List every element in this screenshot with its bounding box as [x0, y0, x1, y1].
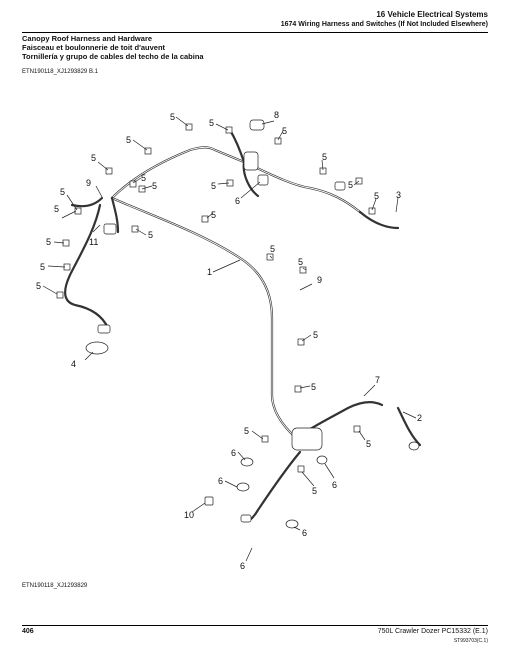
callouts: 5 5 5 8 5 5 5 5 5 5 5 5 3 6 5 5 9 5 5 5 … [36, 110, 422, 571]
callout-11: 11 [89, 237, 98, 247]
callout-5: 5 [311, 382, 316, 392]
callout-6: 6 [218, 476, 223, 486]
subsection-title: 1674 Wiring Harness and Switches (If Not… [280, 21, 488, 28]
callout-5: 5 [152, 181, 157, 191]
callout-9: 9 [317, 275, 322, 285]
callout-7: 7 [375, 375, 380, 385]
title-english: Canopy Roof Harness and Hardware [22, 34, 153, 43]
callout-5: 5 [54, 204, 59, 214]
callout-5: 5 [211, 181, 216, 191]
callout-5: 5 [36, 281, 41, 291]
section-title: 16 Vehicle Electrical Systems [376, 10, 488, 19]
callout-5: 5 [348, 180, 353, 190]
callout-5: 5 [298, 257, 303, 267]
callout-5: 5 [60, 187, 65, 197]
callout-5: 5 [374, 191, 379, 201]
callout-5: 5 [209, 118, 214, 128]
callout-3: 3 [396, 190, 401, 200]
callout-6: 6 [302, 528, 307, 538]
figure-reference-bottom: ETN190118_XJ1293829 [22, 583, 88, 589]
document-info: 750L Crawler Dozer PC15332 (E.1) [377, 628, 488, 635]
callout-5: 5 [282, 126, 287, 136]
callout-6: 6 [231, 448, 236, 458]
figure-titles: Canopy Roof Harness and Hardware Faiscea… [22, 34, 204, 61]
title-french: Faisceau et boulonnerie de toit d'auvent [22, 43, 166, 52]
callout-5: 5 [46, 237, 51, 247]
callout-6: 6 [332, 480, 337, 490]
callout-5: 5 [366, 439, 371, 449]
clips [56, 123, 376, 473]
callout-5: 5 [322, 152, 327, 162]
footer-rule [22, 625, 488, 626]
callout-5: 5 [244, 426, 249, 436]
callout-5: 5 [126, 135, 131, 145]
callout-4: 4 [71, 359, 76, 369]
leader-lines [42, 116, 417, 562]
header-rule [22, 32, 488, 33]
callout-1: 1 [207, 267, 212, 277]
harness-wires [64, 128, 422, 522]
callout-5: 5 [148, 230, 153, 240]
callout-6: 6 [240, 561, 245, 571]
components [85, 119, 420, 529]
callout-5: 5 [313, 330, 318, 340]
figure-reference-top: ETN190118_XJ1293829 B.1 [22, 69, 98, 75]
callout-5: 5 [141, 173, 146, 183]
callout-5: 5 [211, 210, 216, 220]
callout-6: 6 [235, 196, 240, 206]
callout-5: 5 [312, 486, 317, 496]
title-spanish: Tornillería y grupo de cables del techo … [22, 52, 204, 61]
callout-5: 5 [40, 262, 45, 272]
callout-5: 5 [91, 153, 96, 163]
callout-8: 8 [274, 110, 279, 120]
callout-2: 2 [417, 413, 422, 423]
document-code: ST993703(C.1) [453, 638, 488, 644]
callout-10: 10 [184, 510, 194, 520]
callout-5: 5 [170, 112, 175, 122]
callout-5: 5 [270, 244, 275, 254]
page-number: 406 [22, 628, 34, 635]
callout-9: 9 [86, 178, 91, 188]
